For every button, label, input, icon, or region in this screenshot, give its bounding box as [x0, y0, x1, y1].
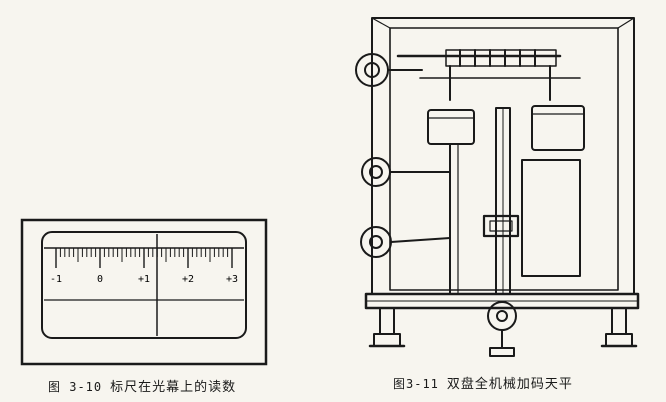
bottom-weight-knob [360, 226, 451, 258]
left-hanger [449, 143, 459, 295]
scale-ticks [55, 248, 233, 268]
balance-figure [355, 17, 640, 357]
figure-title: 标尺在光幕上的读数 [110, 380, 237, 395]
beam-assembly [396, 49, 581, 101]
projection-screen [482, 214, 520, 238]
figure-number: 图3-11 [393, 377, 439, 391]
scale-label: +2 [182, 274, 194, 285]
left-foot [368, 307, 406, 348]
figure-number: 图 3-10 [48, 380, 103, 394]
screen-inner-window [41, 231, 247, 339]
scale-screen-figure: -1 0 +1 +2 +3 [20, 218, 268, 366]
figure-title: 双盘全机械加码天平 [446, 377, 573, 392]
scale-label: +3 [226, 274, 238, 285]
left-pan-cup [427, 109, 475, 145]
figure-3-11-caption: 图3-11 双盘全机械加码天平 [393, 373, 573, 392]
projection-screen-window [489, 220, 513, 232]
center-foot [489, 347, 515, 357]
right-pan-cup [531, 105, 585, 151]
right-weight-box [521, 159, 581, 277]
scale-label: -1 [50, 274, 62, 285]
scale-tick-labels: -1 0 +1 +2 +3 [50, 274, 238, 285]
central-column [495, 107, 511, 295]
scale-label: 0 [97, 274, 103, 285]
middle-weight-knob [361, 157, 451, 187]
right-foot [600, 307, 638, 348]
center-release-knob [487, 301, 517, 349]
top-weight-knob [355, 53, 423, 87]
scale-label: +1 [138, 274, 150, 285]
screen-outer-frame [20, 218, 268, 366]
figure-3-10-caption: 图 3-10 标尺在光幕上的读数 [48, 376, 236, 395]
